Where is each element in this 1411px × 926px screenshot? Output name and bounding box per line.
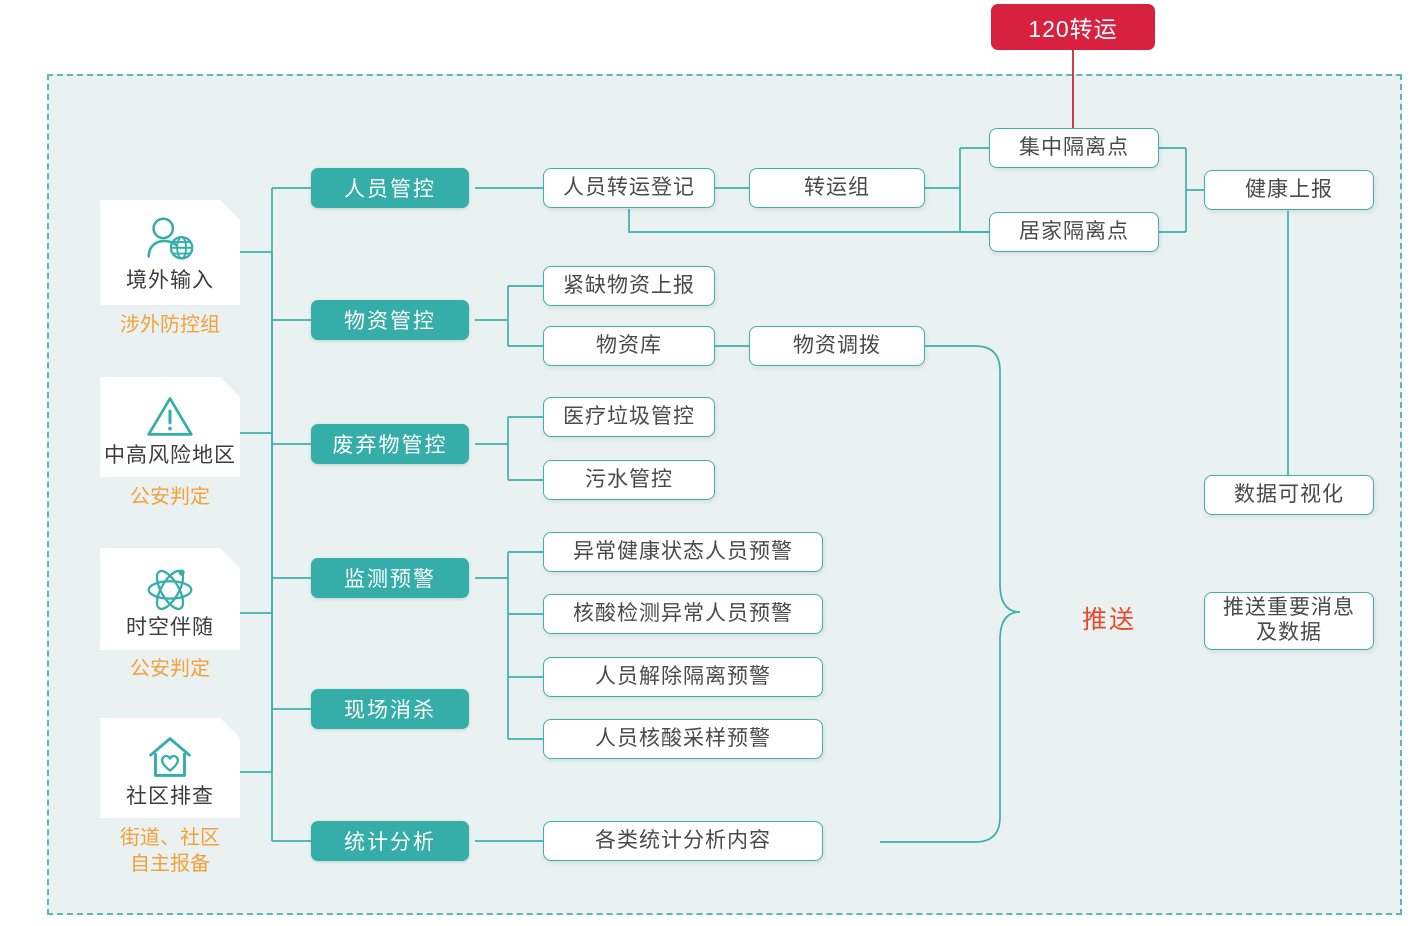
source-sub-spacetime-companion: 公安判定: [100, 657, 240, 683]
source-card-label: 境外输入: [126, 269, 214, 293]
box-label: 转运组: [804, 175, 870, 199]
category-label: 现场消杀: [344, 699, 436, 722]
push-label: 推送: [1082, 606, 1137, 634]
box-label: 人员核酸采样预警: [595, 726, 771, 750]
category-waste-control[interactable]: 废弃物管控: [311, 424, 469, 464]
source-card-spacetime-companion[interactable]: 时空伴随: [100, 548, 240, 650]
sub-line: 自主报备: [130, 852, 210, 875]
box-label: 各类统计分析内容: [595, 828, 771, 852]
box-label: 健康上报: [1245, 177, 1333, 201]
category-label: 监测预警: [344, 568, 436, 591]
category-monitoring-alert[interactable]: 监测预警: [311, 558, 469, 598]
box-supply-warehouse[interactable]: 物资库: [543, 326, 715, 366]
box-centralized-quarantine-point[interactable]: 集中隔离点: [989, 128, 1159, 168]
node-120-transfer-label: 120转运: [1028, 16, 1118, 42]
source-card-label: 社区排查: [126, 784, 214, 808]
box-nat-sampling-alert[interactable]: 人员核酸采样预警: [543, 719, 823, 759]
source-card-community-screening[interactable]: 社区排查: [100, 718, 240, 818]
category-onsite-disinfection[interactable]: 现场消杀: [311, 689, 469, 729]
box-label: 数据可视化: [1234, 482, 1344, 506]
category-label: 废弃物管控: [332, 434, 448, 457]
box-label: 医疗垃圾管控: [563, 404, 695, 428]
box-abnormal-health-status-alert[interactable]: 异常健康状态人员预警: [543, 532, 823, 572]
source-card-high-risk-area[interactable]: 中高风险地区: [100, 377, 240, 477]
box-label: 人员解除隔离预警: [595, 664, 771, 688]
box-push-important-message-and-data[interactable]: 推送重要消息 及数据: [1204, 592, 1374, 650]
box-home-quarantine-point[interactable]: 居家隔离点: [989, 212, 1159, 252]
box-data-visualization[interactable]: 数据可视化: [1204, 475, 1374, 515]
box-label: 核酸检测异常人员预警: [573, 601, 793, 625]
box-label-line1: 推送重要消息: [1223, 596, 1355, 620]
category-label: 人员管控: [344, 178, 436, 201]
box-label: 物资调拨: [793, 333, 881, 357]
dashed-panel: [47, 74, 1402, 915]
category-personnel-control[interactable]: 人员管控: [311, 168, 469, 208]
box-sewage-control[interactable]: 污水管控: [543, 460, 715, 500]
category-statistics-analysis[interactable]: 统计分析: [311, 821, 469, 861]
category-supply-control[interactable]: 物资管控: [311, 300, 469, 340]
source-card-overseas-input[interactable]: 境外输入: [100, 200, 240, 305]
sub-line: 公安判定: [130, 658, 210, 680]
box-health-report[interactable]: 健康上报: [1204, 170, 1374, 210]
box-medical-waste-control[interactable]: 医疗垃圾管控: [543, 397, 715, 437]
home-heart-icon: [141, 731, 199, 783]
box-release-quarantine-alert[interactable]: 人员解除隔离预警: [543, 657, 823, 697]
warning-triangle-icon: [141, 390, 199, 442]
box-label: 紧缺物资上报: [563, 273, 695, 297]
sub-line: 涉外防控组: [120, 314, 220, 336]
box-label: 人员转运登记: [563, 175, 695, 199]
source-sub-overseas-input: 涉外防控组: [100, 313, 240, 339]
box-label: 物资库: [596, 333, 662, 357]
source-sub-community-screening: 街道、社区 自主报备: [100, 826, 240, 877]
person-globe-icon: [141, 215, 199, 267]
source-sub-high-risk-area: 公安判定: [100, 485, 240, 511]
box-label: 集中隔离点: [1019, 135, 1129, 159]
box-label: 异常健康状态人员预警: [573, 539, 793, 563]
source-card-label: 时空伴随: [126, 615, 214, 639]
box-urgent-supply-report[interactable]: 紧缺物资上报: [543, 266, 715, 306]
box-supply-dispatch[interactable]: 物资调拨: [749, 326, 925, 366]
box-person-transfer-registration[interactable]: 人员转运登记: [543, 168, 715, 208]
box-statistics-analysis-content[interactable]: 各类统计分析内容: [543, 821, 823, 861]
node-120-transfer[interactable]: 120转运: [991, 4, 1155, 50]
sub-line: 街道、社区: [120, 827, 220, 849]
box-abnormal-nat-result-alert[interactable]: 核酸检测异常人员预警: [543, 594, 823, 634]
category-label: 物资管控: [344, 310, 436, 333]
box-label: 居家隔离点: [1019, 219, 1129, 243]
box-transfer-group[interactable]: 转运组: [749, 168, 925, 208]
box-label: 污水管控: [585, 467, 673, 491]
atom-orbit-icon: [141, 562, 199, 614]
category-label: 统计分析: [344, 831, 436, 854]
sub-line: 公安判定: [130, 486, 210, 508]
box-label-line2: 及数据: [1256, 621, 1322, 644]
source-card-label: 中高风险地区: [104, 443, 236, 467]
